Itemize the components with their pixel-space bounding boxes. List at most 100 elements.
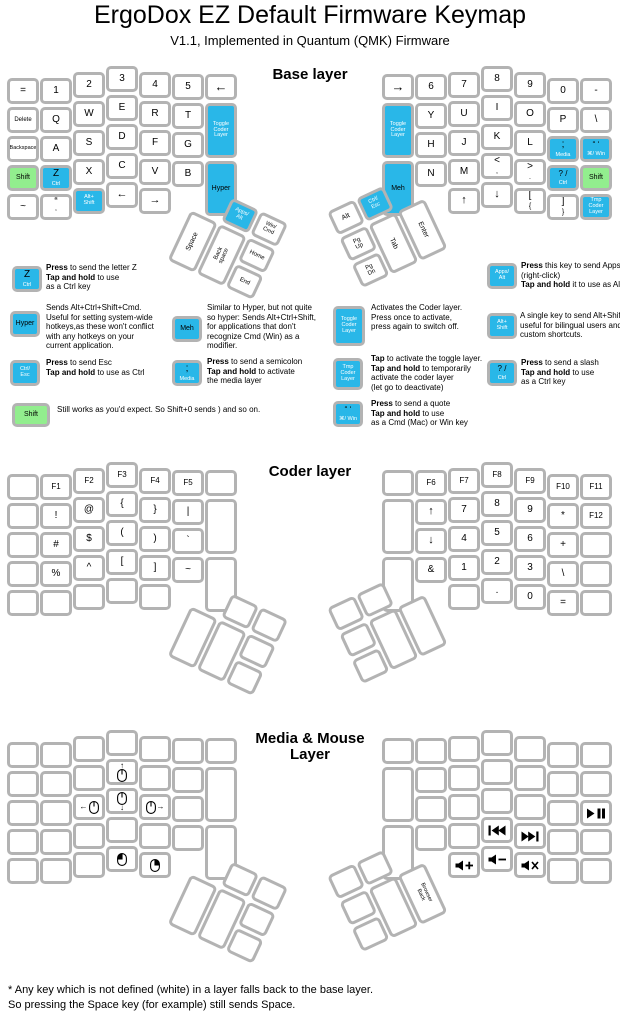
right-thumb-cluster: Browser Back — [327, 835, 450, 954]
key-blank — [40, 858, 72, 884]
key-toggle-coder-layer: Toggle Coder Layer — [382, 103, 414, 158]
next-track-icon — [521, 831, 539, 842]
key-blank — [547, 829, 579, 855]
key-caret: ^ — [73, 555, 105, 581]
play-pause-icon — [586, 808, 606, 819]
key-label: . — [495, 584, 499, 596]
key-shift: Shift — [580, 165, 612, 191]
key-label: & — [427, 563, 435, 575]
key-blank — [139, 584, 171, 610]
key-label: # — [53, 538, 59, 550]
key-blank — [106, 817, 138, 843]
key-5: 5 — [481, 520, 513, 546]
key-blank — [415, 825, 447, 851]
key-label: 0 — [527, 590, 533, 602]
key-blank — [172, 796, 204, 822]
key-a: A — [40, 136, 72, 162]
key-mouse-btn1 — [106, 846, 138, 872]
key-label: ; — [185, 363, 189, 375]
key-f5: F5 — [172, 470, 204, 496]
key-blank — [7, 829, 39, 855]
legend-text: Press this key to send Apps(right-click)… — [521, 261, 620, 289]
key-label: 1 — [461, 561, 467, 573]
key-0: 0 — [547, 78, 579, 104]
key-1: 1 — [448, 555, 480, 581]
key-label: 9 — [527, 503, 533, 515]
key-label: ↓ — [494, 188, 500, 201]
key-x: X — [73, 159, 105, 185]
key-6: 6 — [415, 74, 447, 100]
key-blank — [7, 590, 39, 616]
key-blank — [40, 742, 72, 768]
key-label: Meh — [391, 184, 405, 192]
key-tmp-coder-layer: Tmp Coder Layer — [580, 194, 612, 220]
key-label: Ctrl/ Esc — [19, 366, 31, 378]
key-label: → — [149, 194, 161, 207]
key-legend-apps-alt: Apps/ Alt — [487, 263, 517, 289]
key-label: [ — [528, 190, 532, 202]
key-4: 4 — [139, 72, 171, 98]
key-label: F12 — [589, 510, 603, 520]
key-f10: F10 — [547, 474, 579, 500]
key-blank — [40, 771, 72, 797]
key-label: Apps/ Alt — [234, 206, 250, 222]
key-blank — [106, 578, 138, 604]
key-label: J — [461, 136, 467, 148]
key-label: 8 — [494, 497, 500, 509]
key-label: < — [494, 155, 500, 167]
key-label: F3 — [117, 469, 127, 479]
key-label: ~ — [185, 563, 191, 575]
key-label: O — [526, 107, 534, 119]
key-blank — [448, 823, 480, 849]
key-label: Ctrl/ Esc — [367, 195, 382, 211]
legend-text: Still works as you'd expect. So Shift+0 … — [57, 405, 261, 414]
key-n: N — [415, 161, 447, 187]
key-4: 4 — [448, 526, 480, 552]
key-label: Shift — [23, 411, 38, 419]
key-label: End — [238, 276, 251, 287]
key-q: Q — [40, 107, 72, 133]
key-6: 6 — [514, 526, 546, 552]
key-f3: F3 — [106, 462, 138, 488]
key-blank — [7, 532, 39, 558]
key-sublabel: . — [529, 174, 531, 182]
key-blank — [7, 858, 39, 884]
key-sublabel: ⌘/ Win — [586, 150, 606, 157]
key-blank — [7, 800, 39, 826]
key-blank — [205, 499, 237, 554]
key-label: Pg Dn — [364, 262, 377, 278]
key-blank — [172, 738, 204, 764]
key-label: L — [527, 136, 533, 148]
key-play-pause — [580, 800, 612, 826]
key-label: 0 — [560, 84, 566, 96]
key-label: Browser Back — [415, 881, 434, 903]
key-p: P — [547, 107, 579, 133]
key-label: C — [118, 159, 126, 171]
key-label: @ — [83, 503, 95, 515]
key-label: I — [495, 101, 499, 113]
key-label: Alt+ Shift — [496, 319, 508, 331]
key-label: ] — [153, 561, 157, 573]
key-t: T — [172, 103, 204, 129]
key-rparen: ) — [139, 526, 171, 552]
key-blank — [580, 742, 612, 768]
key-label: “ ‘ — [344, 405, 352, 415]
key-l: L — [514, 130, 546, 156]
key-label: Backspace — [9, 145, 37, 152]
key-label: 4 — [152, 78, 158, 90]
key-label: Z — [52, 168, 60, 180]
key-blank — [73, 736, 105, 762]
key-legend-meh: Meh — [172, 316, 202, 342]
key-label: } — [153, 503, 157, 515]
key-blank — [448, 736, 480, 762]
key-vol-up — [448, 852, 480, 878]
key-blank — [448, 765, 480, 791]
key-label: Enter — [416, 220, 430, 239]
key-label: \ — [594, 113, 598, 125]
key-rbrace: } — [139, 497, 171, 523]
